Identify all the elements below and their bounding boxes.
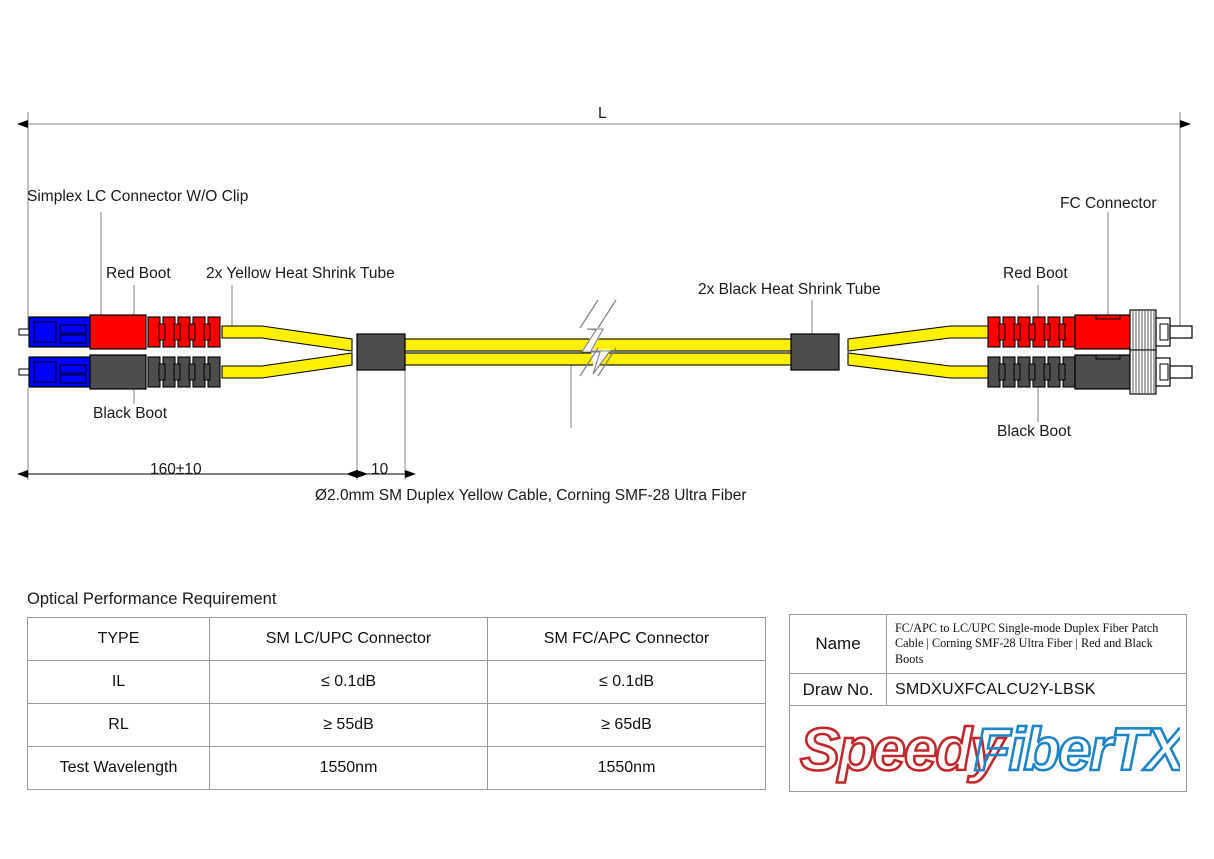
draw-no-value-cell: SMDXUXFCALCU2Y-LBSK <box>887 674 1186 705</box>
table-row: RL ≥ 55dB ≥ 65dB <box>27 703 766 747</box>
lc-connector-lower <box>18 354 221 390</box>
brand-logo: Speedy FiberTX <box>790 706 1186 791</box>
cable-right-upper-leg <box>847 325 995 352</box>
cell-fc-il: ≤ 0.1dB <box>487 660 766 704</box>
col-header-fc: SM FC/APC Connector <box>487 617 766 661</box>
cable-break-symbol <box>579 299 617 377</box>
black-heat-shrink-tube-left <box>356 333 406 371</box>
callout-red-boot-right: Red Boot <box>1003 265 1068 282</box>
overall-length-dimension <box>17 112 1191 330</box>
col-header-type: TYPE <box>27 617 210 661</box>
title-block: Name FC/APC to LC/UPC Single-mode Duplex… <box>789 614 1187 792</box>
dimension-extension-lines <box>27 365 406 480</box>
optical-performance-table: TYPE SM LC/UPC Connector SM FC/APC Conne… <box>27 617 766 790</box>
cable-left-lower-leg <box>221 352 353 379</box>
callout-simplex-lc-connector: Simplex LC Connector W/O Clip <box>27 188 249 205</box>
cell-fc-rl: ≥ 65dB <box>487 703 766 747</box>
draw-no-label: Draw No. <box>790 674 887 705</box>
table-header-row: TYPE SM LC/UPC Connector SM FC/APC Conne… <box>27 617 766 661</box>
lc-connector-upper <box>18 314 221 350</box>
callout-fc-connector: FC Connector <box>1060 195 1157 212</box>
cell-lc-il: ≤ 0.1dB <box>209 660 488 704</box>
overall-length-label: L <box>598 105 607 122</box>
callout-black-boot-right: Black Boot <box>997 423 1072 440</box>
name-value-cell: FC/APC to LC/UPC Single-mode Duplex Fibe… <box>887 615 1186 673</box>
dimension-furcation-length: 10 <box>371 461 389 478</box>
cable-right-lower-leg <box>847 352 995 379</box>
logo-part2: FiberTX <box>974 716 1180 783</box>
draw-no-text: SMDXUXFCALCU2Y-LBSK <box>895 680 1096 698</box>
callout-leader-lines <box>100 212 1109 428</box>
callout-black-boot-left: Black Boot <box>93 405 168 422</box>
cell-lc-rl: ≥ 55dB <box>209 703 488 747</box>
dimension-branch-length: 160±10 <box>150 461 202 478</box>
cell-type-wavelength: Test Wavelength <box>27 746 210 790</box>
black-heat-shrink-tube-right <box>790 333 840 371</box>
title-block-drawno-row: Draw No. SMDXUXFCALCU2Y-LBSK <box>790 674 1186 706</box>
logo-part1: Speedy <box>800 716 1006 783</box>
product-name-text: FC/APC to LC/UPC Single-mode Duplex Fibe… <box>895 620 1159 666</box>
cell-type-il: IL <box>27 660 210 704</box>
table-row: Test Wavelength 1550nm 1550nm <box>27 746 766 790</box>
title-block-name-row: Name FC/APC to LC/UPC Single-mode Duplex… <box>790 615 1186 674</box>
col-header-lc: SM LC/UPC Connector <box>209 617 488 661</box>
cell-type-rl: RL <box>27 703 210 747</box>
table-row: IL ≤ 0.1dB ≤ 0.1dB <box>27 660 766 704</box>
cell-lc-wavelength: 1550nm <box>209 746 488 790</box>
speedyfibertx-logo-svg: Speedy FiberTX <box>799 714 1180 784</box>
cell-fc-wavelength: 1550nm <box>487 746 766 790</box>
callout-red-boot-left: Red Boot <box>106 265 171 282</box>
fc-connector-upper <box>987 309 1193 355</box>
fc-connector-lower <box>987 349 1193 395</box>
callout-black-heat-shrink-tube: 2x Black Heat Shrink Tube <box>698 281 881 298</box>
callout-yellow-heat-shrink-tube: 2x Yellow Heat Shrink Tube <box>206 265 395 282</box>
performance-table-title: Optical Performance Requirement <box>27 590 277 608</box>
cable-spec-label: Ø2.0mm SM Duplex Yellow Cable, Corning S… <box>315 487 747 504</box>
cable-left-upper-leg <box>221 325 353 352</box>
name-label: Name <box>790 615 887 673</box>
